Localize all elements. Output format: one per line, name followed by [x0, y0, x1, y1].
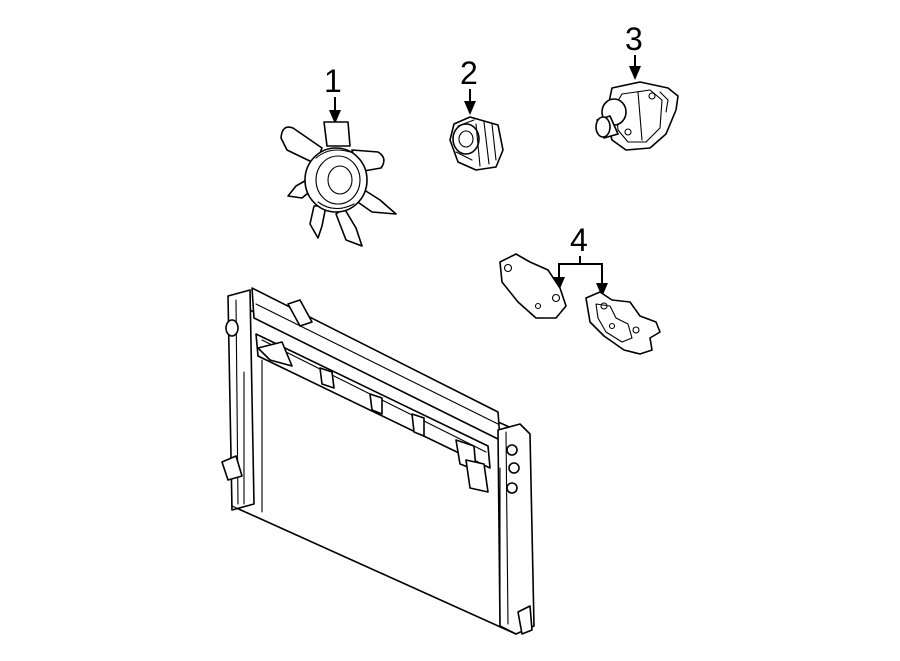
- callout-3[interactable]: 3: [625, 21, 643, 80]
- callout-4[interactable]: 4: [553, 222, 608, 297]
- callout-3-arrowhead: [629, 66, 641, 80]
- callout-4-label: 4: [570, 222, 588, 258]
- callout-1-label: 1: [324, 63, 342, 99]
- callout-4-arrowhead-left: [553, 277, 565, 291]
- right-bracket-part: [585, 291, 661, 355]
- callout-4-arrowhead-right: [596, 283, 608, 297]
- left-bracket-part: [499, 253, 567, 319]
- callout-2[interactable]: 2: [460, 55, 478, 115]
- water-pump-part: [595, 81, 679, 151]
- callout-3-label: 3: [625, 21, 643, 57]
- callout-2-arrowhead: [464, 101, 476, 115]
- callout-1-arrowhead: [329, 110, 341, 124]
- fan-clutch-part: [449, 116, 504, 171]
- fan-blade-part: [280, 121, 397, 247]
- radiator-part: [221, 287, 535, 635]
- callout-2-label: 2: [460, 55, 478, 91]
- callout-1[interactable]: 1: [324, 63, 342, 124]
